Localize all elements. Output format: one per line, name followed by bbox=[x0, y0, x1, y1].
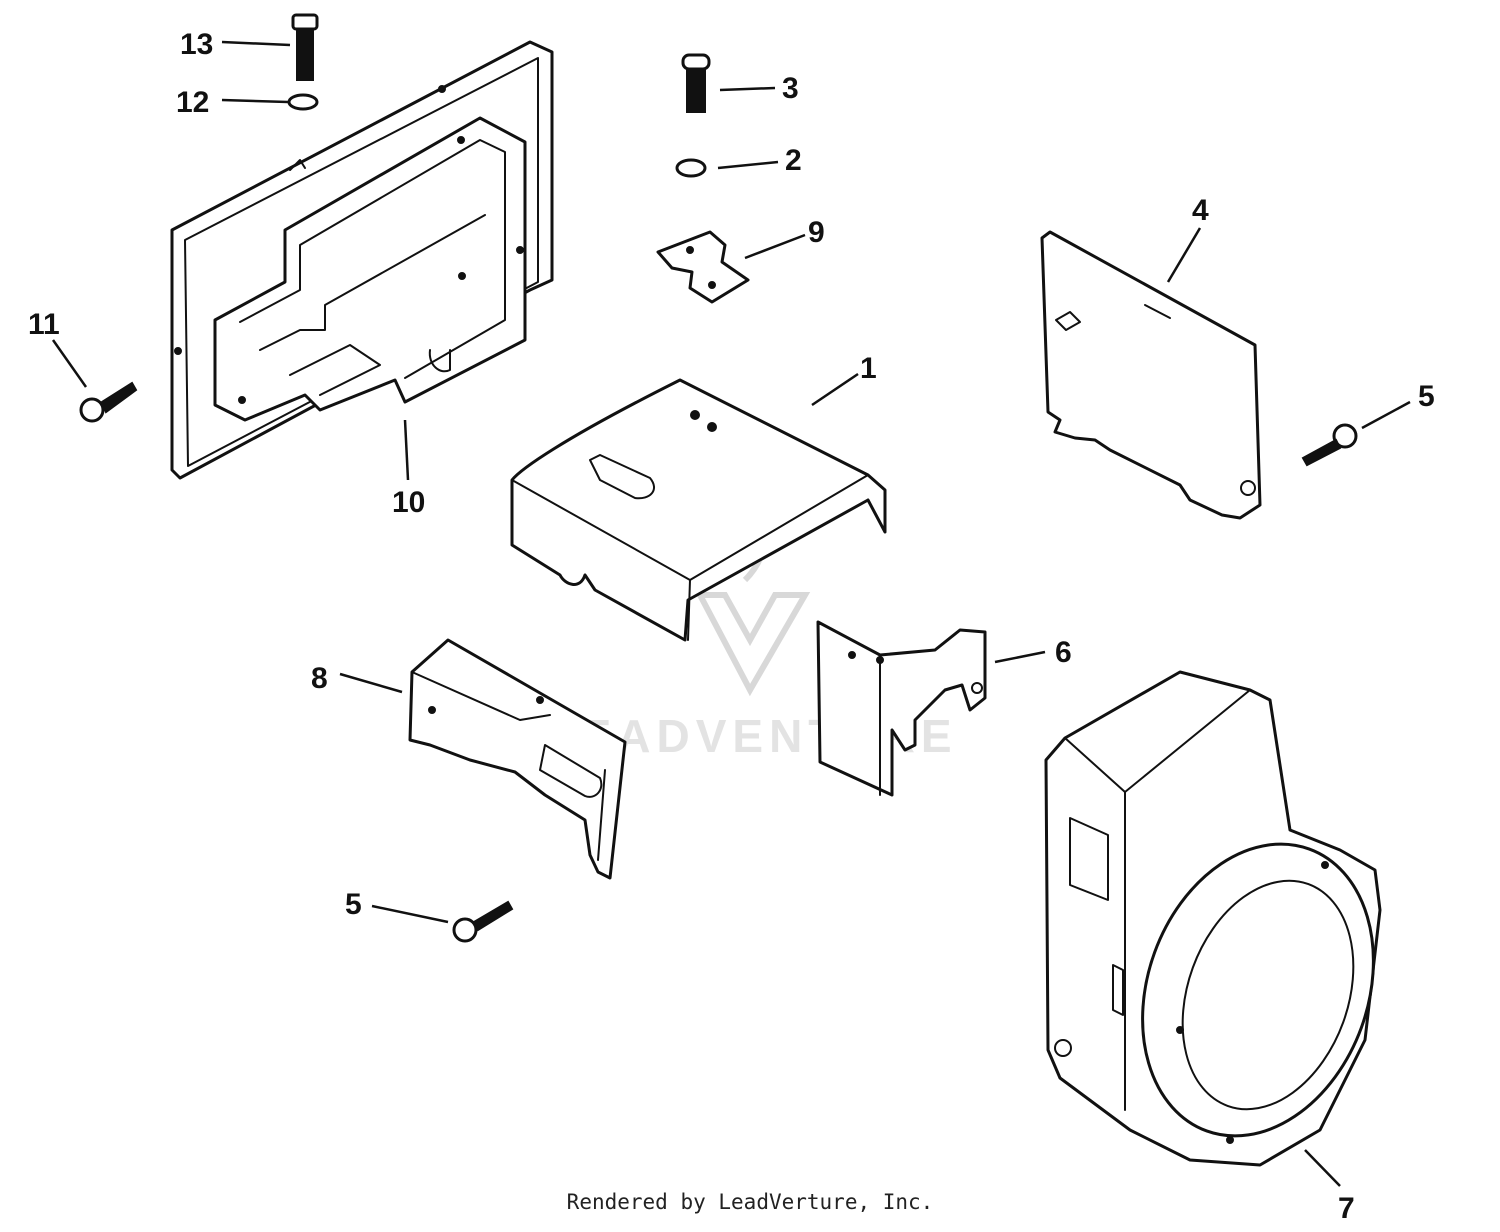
part-7-blower-housing bbox=[1044, 670, 1382, 1167]
footer-credit: Rendered by LeadVerture, Inc. bbox=[566, 1190, 934, 1214]
part-5-screw-lower bbox=[452, 900, 514, 943]
callout-5-lower: 5 bbox=[345, 888, 362, 921]
callout-8: 8 bbox=[311, 662, 328, 695]
callout-7: 7 bbox=[1338, 1192, 1355, 1225]
part-2-washer bbox=[675, 158, 707, 178]
callout-4: 4 bbox=[1192, 194, 1209, 227]
callout-1: 1 bbox=[860, 352, 877, 385]
part-8-deflector bbox=[408, 638, 627, 880]
callout-2: 2 bbox=[785, 144, 802, 177]
callout-12: 12 bbox=[176, 86, 209, 119]
callout-13: 13 bbox=[180, 28, 213, 61]
callout-labels: 13 12 3 2 9 4 1 5 11 10 8 6 5 7 bbox=[28, 28, 1435, 1225]
part-1-cover bbox=[510, 378, 887, 642]
callout-9: 9 bbox=[808, 216, 825, 249]
callout-10: 10 bbox=[392, 486, 425, 519]
part-10-housing bbox=[170, 40, 554, 480]
callout-6: 6 bbox=[1055, 636, 1072, 669]
part-11-screw bbox=[79, 381, 138, 423]
callout-leaders bbox=[51, 40, 1411, 1187]
part-13-bolt bbox=[291, 13, 319, 81]
callout-3: 3 bbox=[782, 72, 799, 105]
callout-11: 11 bbox=[28, 308, 60, 341]
part-6-shield bbox=[816, 620, 987, 797]
callout-5-right: 5 bbox=[1418, 380, 1435, 413]
part-12-washer bbox=[287, 93, 319, 111]
part-3-screw bbox=[681, 53, 711, 113]
part-9-bracket bbox=[656, 230, 750, 304]
part-4-baffle bbox=[1040, 230, 1262, 520]
part-5-screw-right bbox=[1301, 423, 1358, 467]
